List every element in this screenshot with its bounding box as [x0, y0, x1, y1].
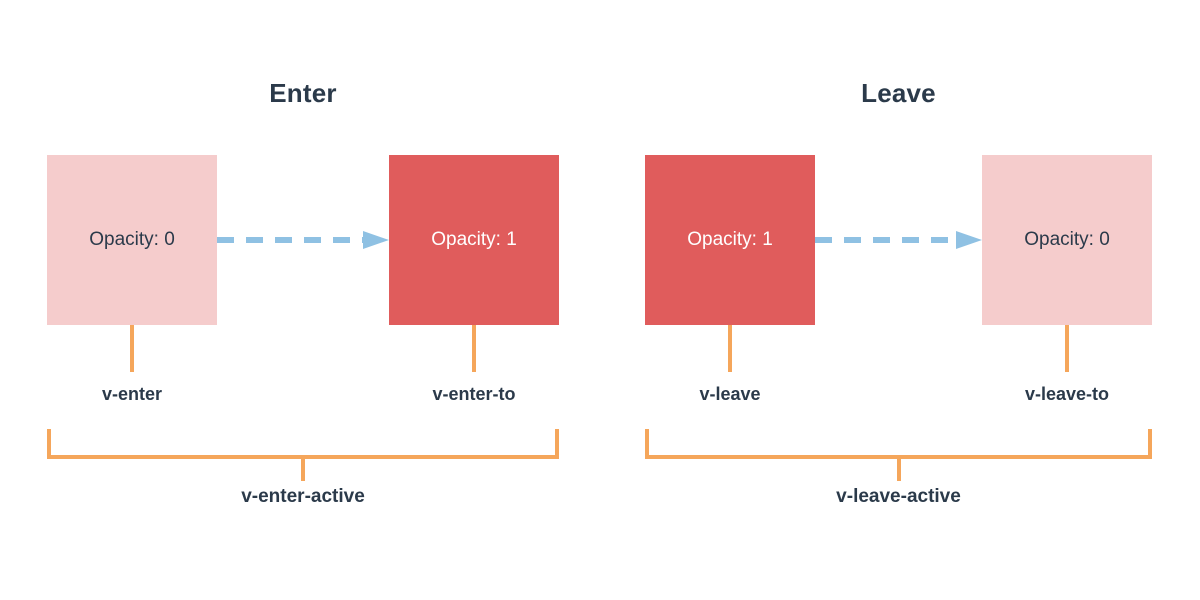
enter-active-class-label: v-enter-active: [241, 486, 365, 507]
leave-section: Leave Opacity: 1 Opacity: 0 v-leave v-le…: [645, 0, 1152, 600]
leave-to-opacity-label: Opacity: 0: [1024, 229, 1110, 250]
enter-section: Enter Opacity: 0 Opacity: 1 v-enter v-en…: [47, 0, 559, 600]
leave-from-class-label: v-leave: [699, 384, 761, 404]
leave-from-connector-line: [728, 325, 732, 372]
enter-from-class-label: v-enter: [101, 384, 163, 404]
leave-active-bracket-tick: [896, 455, 901, 481]
leave-to-state-box: Opacity: 0: [982, 155, 1152, 325]
enter-from-opacity-label: Opacity: 0: [89, 229, 175, 250]
leave-from-opacity-label: Opacity: 1: [687, 229, 773, 250]
leave-from-state-box: Opacity: 1: [645, 155, 815, 325]
enter-active-bracket-tick: [301, 455, 305, 481]
enter-to-opacity-label: Opacity: 1: [431, 229, 517, 250]
enter-to-class-label: v-enter-to: [432, 384, 516, 404]
leave-to-connector-line: [1065, 325, 1069, 372]
leave-to-class-label: v-leave-to: [1024, 384, 1110, 404]
enter-section-title: Enter: [269, 78, 337, 108]
leave-section-title: Leave: [861, 78, 936, 108]
leave-active-class-label: v-leave-active: [836, 486, 961, 507]
leave-transition-arrow-icon: [815, 231, 982, 249]
enter-to-connector-line: [472, 325, 476, 372]
enter-from-connector-line: [130, 325, 134, 372]
enter-to-state-box: Opacity: 1: [389, 155, 559, 325]
enter-transition-arrow-icon: [217, 231, 389, 249]
enter-from-state-box: Opacity: 0: [47, 155, 217, 325]
